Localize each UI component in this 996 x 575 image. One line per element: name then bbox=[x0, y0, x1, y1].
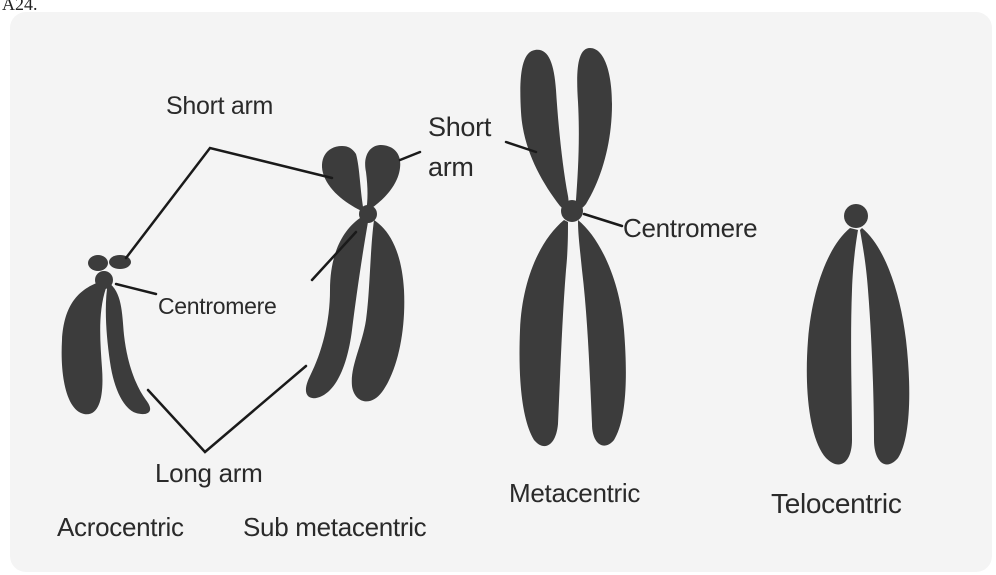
telocentric-centromere bbox=[844, 204, 868, 228]
acrocentric-long-arm-right bbox=[106, 282, 150, 414]
telocentric-arm-right bbox=[860, 228, 909, 464]
label-acrocentric: Acrocentric bbox=[57, 512, 184, 543]
label-metacentric: Metacentric bbox=[509, 478, 640, 509]
metacentric-centromere-leader bbox=[584, 214, 622, 226]
label-short-line1: Short bbox=[428, 107, 491, 147]
metacentric-long-arm-right bbox=[578, 220, 626, 446]
submetacentric-short-arm-right bbox=[365, 145, 400, 212]
metacentric-short-arm-left bbox=[520, 50, 568, 209]
label-short-line2: arm bbox=[428, 147, 491, 187]
metacentric-chromosome bbox=[520, 48, 626, 446]
telocentric-chromosome bbox=[807, 204, 909, 464]
submetacentric-short-arm-leader bbox=[400, 152, 420, 160]
label-telocentric: Telocentric bbox=[771, 488, 902, 520]
metacentric-short-arm-right bbox=[576, 48, 612, 209]
label-sub-metacentric: Sub metacentric bbox=[243, 512, 426, 543]
label-centromere-acrocentric: Centromere bbox=[158, 293, 276, 320]
metacentric-long-arm-left bbox=[520, 220, 568, 446]
acrocentric-centromere-leader bbox=[116, 284, 156, 294]
metacentric-centromere bbox=[561, 200, 583, 222]
telocentric-arm-left bbox=[807, 228, 858, 464]
submetacentric-short-arm-left bbox=[322, 146, 364, 212]
label-centromere-metacentric: Centromere bbox=[623, 213, 757, 244]
acrocentric-short-arm-left bbox=[88, 255, 108, 271]
label-short-arm-metacentric: Short arm bbox=[428, 107, 491, 187]
label-long-arm: Long arm bbox=[155, 458, 262, 489]
acrocentric-chromosome bbox=[62, 255, 151, 414]
submetacentric-chromosome bbox=[306, 145, 404, 401]
short-arm-leader-line bbox=[126, 148, 332, 258]
label-short-arm: Short arm bbox=[166, 92, 273, 121]
acrocentric-long-arm-left bbox=[62, 282, 106, 414]
long-arm-leader-line bbox=[148, 366, 306, 452]
